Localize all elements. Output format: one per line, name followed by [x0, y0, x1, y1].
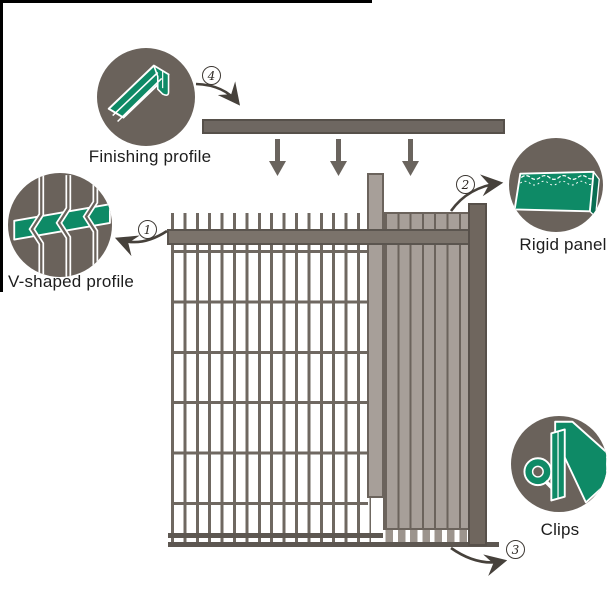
clips-label: Clips	[540, 520, 580, 539]
slat-bottom-clips	[383, 530, 470, 542]
rigid-panel-callout	[509, 138, 603, 232]
down-arrow-shaft	[275, 139, 280, 162]
top-edge-artifact	[0, 0, 372, 3]
down-arrow-shaft	[408, 139, 413, 162]
clips-callout	[511, 416, 607, 512]
left-edge-artifact	[0, 0, 3, 292]
step4-arrow	[195, 81, 241, 106]
step-number: 1	[143, 222, 152, 237]
step-badge-1: 1	[138, 220, 157, 239]
step-number: 4	[207, 68, 216, 83]
step-badge-3: 3	[506, 540, 525, 559]
finishing-profile-label: Finishing profile	[88, 147, 212, 166]
down-arrow-head	[402, 161, 419, 176]
finishing-profile-bar	[202, 119, 505, 134]
clips-icon	[523, 420, 607, 504]
down-arrow-head	[330, 161, 347, 176]
mesh-horizontal-wires	[171, 250, 368, 506]
step-number: 2	[461, 177, 470, 192]
v-shaped-profile-icon	[13, 175, 111, 277]
step1-arrow	[114, 229, 168, 257]
step-badge-4: 4	[202, 66, 221, 85]
down-arrow-head	[269, 161, 286, 176]
ground-line	[168, 542, 499, 547]
rigid-panel-icon	[513, 170, 600, 218]
finishing-profile-icon	[107, 64, 170, 123]
insertion-arrows	[269, 139, 419, 176]
v-shaped-profile-label: V-shaped profile	[8, 272, 135, 291]
step2-arrow	[449, 174, 504, 212]
v-shaped-profile-callout	[8, 173, 112, 277]
slat-being-inserted	[367, 173, 384, 498]
step3-arrow	[450, 546, 508, 576]
step-badge-2: 2	[456, 175, 475, 194]
fence-post	[468, 203, 487, 546]
fence-bottom-rail	[168, 533, 383, 538]
down-arrow-shaft	[336, 139, 341, 162]
privacy-slats-panel	[383, 212, 470, 530]
finishing-profile-callout	[97, 48, 195, 146]
rigid-panel-label: Rigid panel	[519, 235, 607, 254]
step-number: 3	[511, 542, 520, 557]
